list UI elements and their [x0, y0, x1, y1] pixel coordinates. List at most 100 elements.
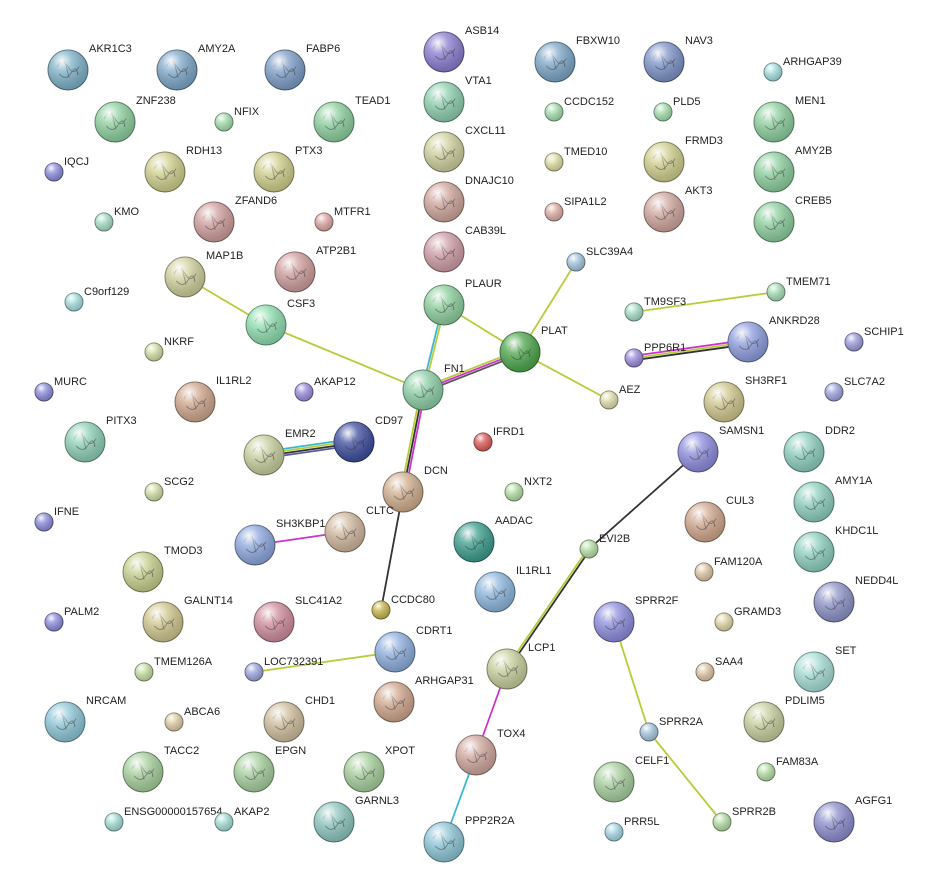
- node-aadac[interactable]: AADAC: [453, 515, 533, 563]
- node-dcn[interactable]: DCN: [382, 465, 448, 513]
- node-sprr2a[interactable]: SPRR2A: [639, 716, 704, 742]
- node-cxcl11[interactable]: CXCL11: [423, 125, 506, 173]
- node-atp2b1[interactable]: ATP2B1: [274, 245, 356, 293]
- node-tmod3[interactable]: TMOD3: [122, 545, 203, 593]
- edge-samsn1-evi2b[interactable]: [588, 451, 699, 550]
- node-tacc2[interactable]: TACC2: [122, 745, 199, 793]
- node-evi2b[interactable]: EVI2B: [579, 533, 630, 559]
- node-ppp6r1[interactable]: PPP6R1: [624, 342, 686, 368]
- node-gramd3[interactable]: GRAMD3: [714, 606, 781, 632]
- node-akap12[interactable]: AKAP12: [294, 376, 356, 402]
- edge-loc732391-cdrt1[interactable]: [253, 651, 396, 673]
- node-amy1a[interactable]: AMY1A: [793, 475, 873, 523]
- node-mtfr1[interactable]: MTFR1: [314, 206, 371, 232]
- node-nfix[interactable]: NFIX: [214, 106, 260, 132]
- node-nav3[interactable]: NAV3: [643, 35, 713, 83]
- node-akr1c3[interactable]: AKR1C3: [47, 43, 132, 91]
- node-zfand6[interactable]: ZFAND6: [193, 195, 277, 243]
- node-cul3[interactable]: CUL3: [684, 495, 754, 543]
- node-ifne[interactable]: IFNE: [34, 506, 79, 532]
- node-fam83a[interactable]: FAM83A: [756, 756, 819, 782]
- node-set[interactable]: SET: [793, 645, 857, 693]
- node-sh3rf1[interactable]: SH3RF1: [703, 375, 787, 423]
- node-tead1[interactable]: TEAD1: [313, 95, 390, 143]
- node-znf238[interactable]: ZNF238: [94, 95, 176, 143]
- node-akap2[interactable]: AKAP2: [214, 806, 269, 832]
- node-nxt2[interactable]: NXT2: [504, 476, 552, 502]
- node-dnajc10[interactable]: DNAJC10: [423, 175, 514, 223]
- node-samsn1[interactable]: SAMSN1: [677, 425, 764, 473]
- node-c9orf129[interactable]: C9orf129: [64, 286, 129, 312]
- node-plaur[interactable]: PLAUR: [423, 278, 502, 326]
- node-plat[interactable]: PLAT: [499, 325, 568, 373]
- edge-sprr2a-sprr2b[interactable]: [648, 731, 723, 823]
- node-iqcj[interactable]: IQCJ: [44, 156, 89, 182]
- node-chd1[interactable]: CHD1: [263, 695, 335, 743]
- node-abca6[interactable]: ABCA6: [164, 706, 220, 732]
- node-scg2[interactable]: SCG2: [144, 476, 194, 502]
- node-fam120a[interactable]: FAM120A: [694, 556, 763, 582]
- node-aez[interactable]: AEZ: [599, 384, 641, 410]
- node-prr5l[interactable]: PRR5L: [604, 816, 659, 842]
- node-xpot[interactable]: XPOT: [343, 745, 415, 793]
- node-celf1[interactable]: CELF1: [593, 755, 669, 803]
- node-vta1[interactable]: VTA1: [423, 75, 492, 123]
- node-cdrt1[interactable]: CDRT1: [374, 625, 452, 673]
- node-asb14[interactable]: ASB14: [423, 25, 499, 73]
- node-ccdc80[interactable]: CCDC80: [371, 594, 435, 620]
- node-rdh13[interactable]: RDH13: [144, 145, 222, 193]
- node-nrcam[interactable]: NRCAM: [44, 695, 126, 743]
- node-galnt14[interactable]: GALNT14: [142, 595, 233, 643]
- node-ccdc152[interactable]: CCDC152: [544, 96, 614, 122]
- node-fabp6[interactable]: FABP6: [264, 43, 340, 91]
- node-creb5[interactable]: CREB5: [753, 195, 832, 243]
- node-tox4[interactable]: TOX4: [455, 728, 526, 776]
- node-sprr2f[interactable]: SPRR2F: [593, 595, 679, 643]
- node-murc[interactable]: MURC: [34, 376, 87, 402]
- node-nkrf[interactable]: NKRF: [144, 336, 194, 362]
- node-tmed10[interactable]: TMED10: [544, 146, 607, 172]
- node-emr2[interactable]: EMR2: [243, 428, 316, 476]
- node-sipa1l2[interactable]: SIPA1L2: [544, 196, 607, 222]
- node-pitx3[interactable]: PITX3: [64, 415, 137, 463]
- node-cab39l[interactable]: CAB39L: [423, 225, 506, 273]
- node-sh3kbp1[interactable]: SH3KBP1: [234, 518, 326, 566]
- node-kmo[interactable]: KMO: [94, 206, 140, 232]
- node-sprr2b[interactable]: SPRR2B: [712, 806, 776, 832]
- node-csf3[interactable]: CSF3: [245, 298, 315, 346]
- node-ddr2[interactable]: DDR2: [783, 425, 855, 473]
- node-il1rl2[interactable]: IL1RL2: [174, 375, 251, 423]
- node-slc7a2[interactable]: SLC7A2: [824, 376, 885, 402]
- node-ifrd1[interactable]: IFRD1: [473, 426, 525, 452]
- node-palm2[interactable]: PALM2: [44, 606, 99, 632]
- node-ankrd28[interactable]: ANKRD28: [727, 315, 820, 363]
- node-akt3[interactable]: AKT3: [643, 185, 713, 233]
- node-fbxw10[interactable]: FBXW10: [534, 35, 620, 83]
- node-cltc[interactable]: CLTC: [324, 505, 394, 553]
- node-frmd3[interactable]: FRMD3: [643, 135, 723, 183]
- node-tmem126a[interactable]: TMEM126A: [134, 656, 213, 682]
- node-ppp2r2a[interactable]: PPP2R2A: [423, 815, 515, 863]
- edge-csf3-fn1[interactable]: [265, 324, 424, 391]
- node-pld5[interactable]: PLD5: [653, 96, 701, 122]
- node-loc732391[interactable]: LOC732391: [244, 656, 323, 682]
- node-epgn[interactable]: EPGN: [233, 745, 306, 793]
- node-lcp1[interactable]: LCP1: [486, 642, 556, 690]
- node-slc39a4[interactable]: SLC39A4: [566, 246, 633, 272]
- node-tm9sf3[interactable]: TM9SF3: [624, 296, 686, 322]
- node-amy2a[interactable]: AMY2A: [156, 43, 236, 91]
- node-arhgap39[interactable]: ARHGAP39: [763, 56, 842, 82]
- node-il1rl1[interactable]: IL1RL1: [474, 565, 551, 613]
- node-khdc1l[interactable]: KHDC1L: [793, 525, 878, 573]
- node-amy2b[interactable]: AMY2B: [753, 145, 832, 193]
- node-tmem71[interactable]: TMEM71: [766, 276, 831, 302]
- node-slc41a2[interactable]: SLC41A2: [253, 595, 342, 643]
- node-men1[interactable]: MEN1: [753, 95, 826, 143]
- node-garnl3[interactable]: GARNL3: [313, 795, 399, 843]
- node-arhgap31[interactable]: ARHGAP31: [373, 675, 474, 723]
- node-nedd4l[interactable]: NEDD4L: [813, 575, 898, 623]
- node-pdlim5[interactable]: PDLIM5: [743, 695, 825, 743]
- node-fn1[interactable]: FN1: [402, 363, 465, 411]
- node-ptx3[interactable]: PTX3: [253, 145, 323, 193]
- node-schip1[interactable]: SCHIP1: [844, 326, 904, 352]
